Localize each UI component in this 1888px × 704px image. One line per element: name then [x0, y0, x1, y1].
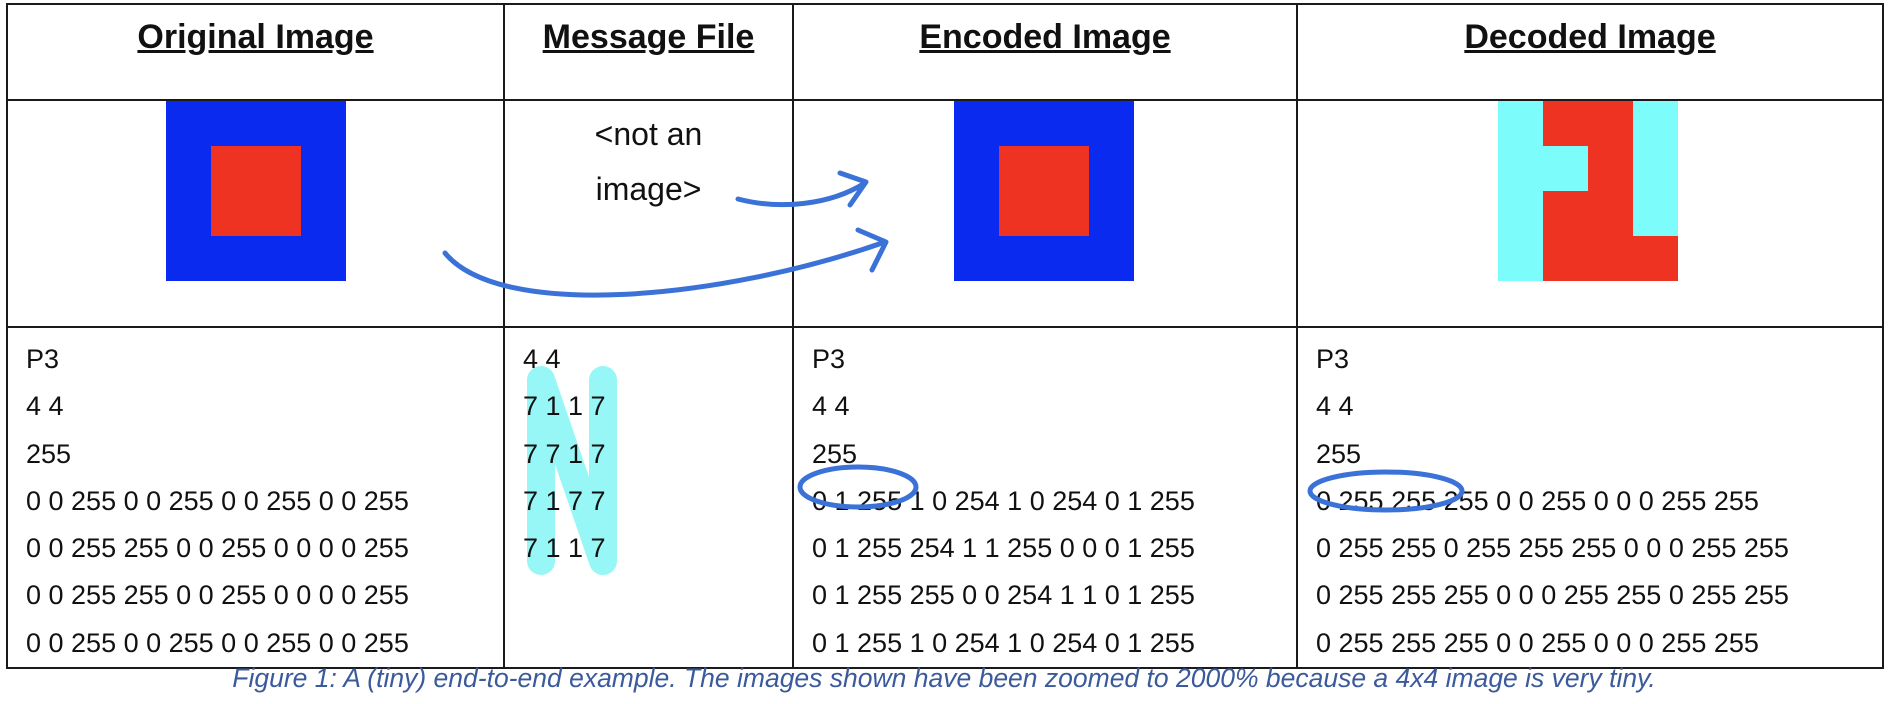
encoded-line-7: 0 1 255 1 0 254 1 0 254 0 1 255 — [812, 627, 1195, 658]
header-cell-decoded: Decoded Image — [1296, 3, 1884, 101]
decoded-line-2: 4 4 — [1316, 391, 1354, 422]
decoded-line-5: 0 255 255 0 255 255 255 0 0 0 255 255 — [1316, 533, 1789, 564]
original-line-4: 0 0 255 0 0 255 0 0 255 0 0 255 — [26, 485, 409, 516]
original-ppm-text: P3 4 4 255 0 0 255 0 0 255 0 0 255 0 0 2… — [8, 328, 503, 667]
message-line-1: 4 4 — [523, 344, 561, 374]
encoded-line-4: 0 1 255 1 0 254 1 0 254 0 1 255 — [812, 485, 1195, 516]
encoded-ppm-text: P3 4 4 255 0 1 255 1 0 254 1 0 254 0 1 2… — [794, 328, 1296, 667]
decoded-ppm-text: P3 4 4 255 0 255 255 255 0 0 255 0 0 0 2… — [1298, 328, 1882, 667]
message-numbers-text: 4 4 7 1 1 7 7 7 1 7 7 1 7 7 7 1 1 7 — [505, 328, 792, 572]
original-image-cell — [6, 99, 505, 328]
header-original: Original Image — [137, 18, 374, 56]
image-row: <not an image> — [6, 99, 1884, 328]
original-image-red — [211, 146, 301, 236]
header-row: Original Image Message File Encoded Imag… — [6, 3, 1884, 101]
header-cell-encoded: Encoded Image — [792, 3, 1298, 101]
header-cell-original: Original Image — [6, 3, 505, 101]
message-line-5: 7 1 1 7 — [523, 533, 606, 564]
header-message: Message File — [542, 18, 755, 56]
decoded-line-4: 0 255 255 255 0 0 255 0 0 0 255 255 — [1316, 485, 1759, 516]
original-line-1: P3 — [26, 344, 60, 374]
decoded-image-cell — [1296, 99, 1884, 328]
encoded-line-1: P3 — [812, 344, 846, 374]
header-encoded: Encoded Image — [919, 18, 1171, 56]
figure-caption: Figure 1: A (tiny) end-to-end example. T… — [232, 663, 1656, 693]
letter-n-highlight — [527, 366, 617, 575]
message-line-3: 7 7 1 7 — [523, 438, 606, 469]
decoded-line-1: P3 — [1316, 344, 1350, 374]
encoded-line-5: 0 1 255 254 1 1 255 0 0 0 1 255 — [812, 533, 1195, 564]
encoded-image-red — [999, 146, 1089, 236]
encoded-line-3: 255 — [812, 438, 858, 469]
header-cell-message: Message File — [503, 3, 794, 101]
encoded-text-cell: P3 4 4 255 0 1 255 1 0 254 1 0 254 0 1 2… — [792, 325, 1298, 670]
example-table: Original Image Message File Encoded Imag… — [6, 3, 1884, 670]
message-line-4: 7 1 7 7 — [523, 485, 606, 516]
original-line-2: 4 4 — [26, 391, 64, 422]
original-line-5: 0 0 255 255 0 0 255 0 0 0 0 255 — [26, 533, 409, 564]
encoded-line-2: 4 4 — [812, 391, 850, 422]
text-row: P3 4 4 255 0 0 255 0 0 255 0 0 255 0 0 2… — [6, 325, 1884, 670]
encoded-line-6: 0 1 255 255 0 0 254 1 1 0 1 255 — [812, 580, 1195, 611]
original-line-3: 255 — [26, 438, 72, 469]
original-line-7: 0 0 255 0 0 255 0 0 255 0 0 255 — [26, 627, 409, 658]
message-not-image-text: <not an image> — [505, 101, 792, 217]
original-text-cell: P3 4 4 255 0 0 255 0 0 255 0 0 255 0 0 2… — [6, 325, 505, 670]
decoded-line-6: 0 255 255 255 0 0 0 255 255 0 255 255 — [1316, 580, 1789, 611]
original-line-6: 0 0 255 255 0 0 255 0 0 0 0 255 — [26, 580, 409, 611]
message-line-2: 7 1 1 7 — [523, 391, 606, 422]
header-decoded: Decoded Image — [1464, 18, 1716, 56]
message-image-cell: <not an image> — [503, 99, 794, 328]
message-not-image-line-1: <not an — [594, 116, 703, 152]
message-text-cell: 4 4 7 1 1 7 7 7 1 7 7 1 7 7 7 1 1 7 — [503, 325, 794, 670]
encoded-image-cell — [792, 99, 1298, 328]
decoded-text-cell: P3 4 4 255 0 255 255 255 0 0 255 0 0 0 2… — [1296, 325, 1884, 670]
message-not-image-line-2: image> — [595, 171, 702, 207]
decoded-line-7: 0 255 255 255 0 0 255 0 0 0 255 255 — [1316, 627, 1759, 658]
decoded-image-red-bottom — [1543, 236, 1678, 281]
decoded-line-3: 255 — [1316, 438, 1362, 469]
